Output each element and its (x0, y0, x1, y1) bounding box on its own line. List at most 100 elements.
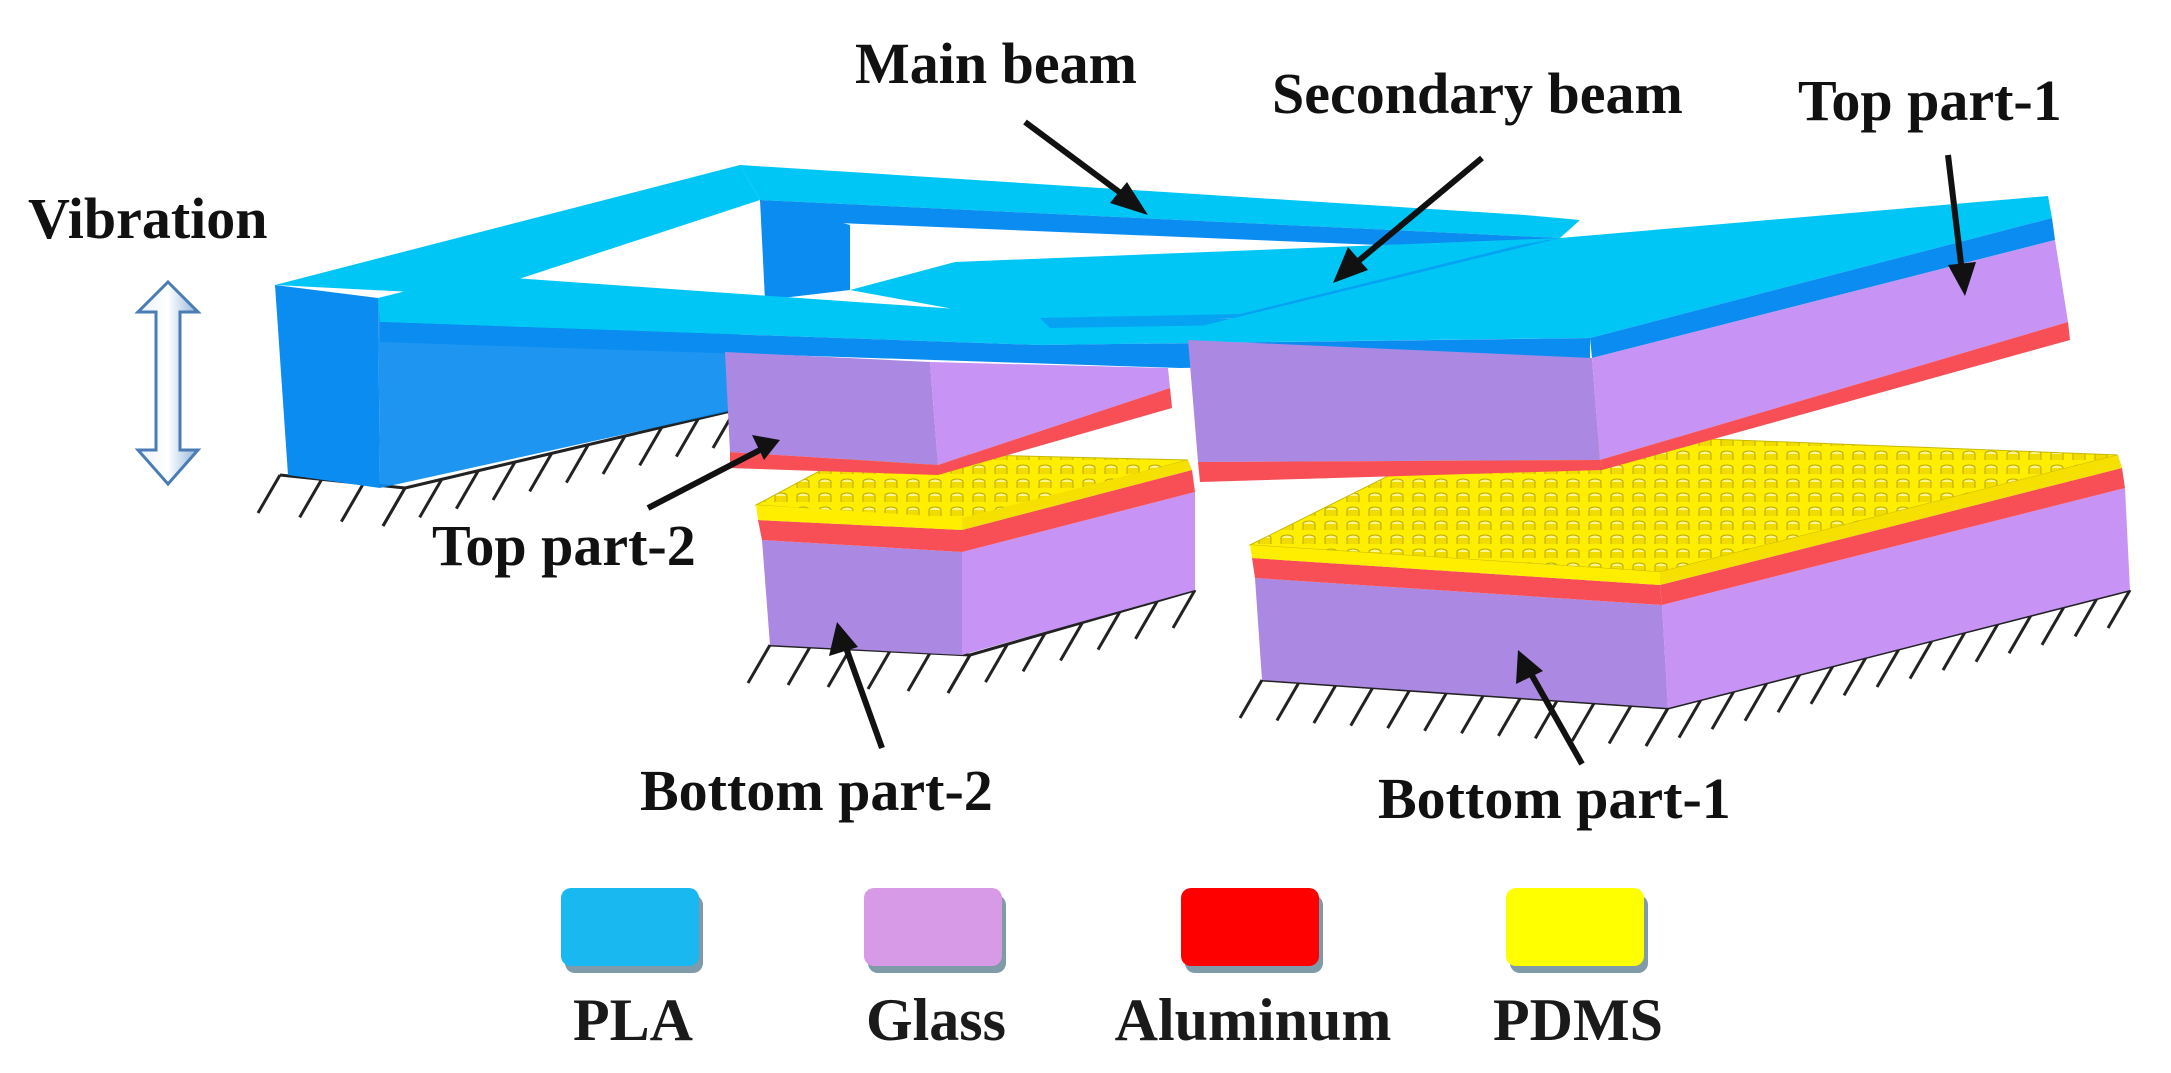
hatch-tick (1776, 673, 1802, 714)
arrow-bottom-part-2 (829, 622, 885, 750)
legend-label: Glass (866, 987, 1006, 1053)
bottom-part-2-aluminum-front (758, 520, 962, 552)
arrow-secondary-beam (1333, 155, 1484, 283)
pla-left-front (275, 285, 380, 488)
hatch-tick (1238, 679, 1264, 719)
hatch-tick (2007, 614, 2033, 655)
legend-label: Aluminum (1115, 987, 1392, 1053)
main-beam-side (760, 200, 1560, 252)
hatch-tick (565, 443, 590, 484)
hatch-tick (1312, 684, 1338, 724)
hatch-tick (1677, 698, 1703, 739)
hatch-tick (984, 643, 1009, 683)
secondary-beam-ramp (850, 238, 1585, 325)
top-part-2-label: Top part-2 (432, 513, 696, 578)
vibration-label: Vibration (28, 186, 268, 251)
bottom-part-2 (746, 451, 1197, 694)
arrow-bottom-part-1 (1516, 650, 1585, 766)
hatch-tick (1460, 694, 1485, 735)
hatch-tick (1875, 648, 1901, 688)
hatch-tick (1743, 681, 1769, 722)
hatch-tick (1908, 639, 1934, 680)
arrow-top-part-2 (646, 435, 780, 511)
arrow-main-beam (1023, 119, 1148, 215)
hatch-tick (1171, 589, 1197, 629)
bottom-part-2-side (962, 492, 1195, 655)
pla-frame (275, 165, 2055, 488)
vibration-double-arrow-icon (134, 279, 202, 487)
top-part-1-aluminum-side (1600, 322, 2070, 470)
hatch-tick (256, 474, 282, 514)
hatch-tick (1644, 707, 1670, 747)
legend-swatch (864, 888, 1002, 966)
pla-right-plate-side (1590, 218, 2055, 358)
hatch-tick (638, 426, 663, 467)
hatch-tick (1570, 702, 1596, 742)
top-part-1 (1188, 240, 2070, 482)
top-part-2-side (930, 362, 1170, 465)
secondary-beam-ramp-shade (1040, 238, 1560, 328)
hatch-tick (1349, 686, 1375, 727)
hatch-tick (786, 646, 812, 686)
bottom-part-1 (1238, 429, 2132, 747)
bottom-part-1-aluminum-side (1660, 468, 2125, 605)
hatch-tick (675, 417, 700, 458)
bottom-part-1-pdms-side (1660, 455, 2122, 585)
legend-label: PDMS (1493, 987, 1663, 1053)
top-part-1-aluminum-front (1198, 460, 1602, 482)
main-beam-top (740, 165, 1580, 238)
top-part-2-front (725, 352, 938, 465)
hatch-tick (1021, 632, 1047, 673)
top-part-2-aluminum-front (730, 452, 938, 475)
legend-item-aluminum: Aluminum (1115, 888, 1392, 1053)
bottom-part-1-pdms-front (1250, 545, 1660, 585)
legend-swatch (561, 888, 699, 966)
hatch-tick (340, 482, 365, 523)
legend-label: PLA (573, 987, 693, 1053)
hatch-tick (2073, 597, 2099, 638)
legend-swatch (1506, 888, 1644, 966)
hatch-tick (906, 652, 932, 692)
hatch-tick (1059, 621, 1084, 662)
pla-left-block-top (275, 165, 760, 295)
legend: PLA Glass Aluminum PDMS (561, 888, 1663, 1053)
hatch-tick (1842, 656, 1868, 697)
hatch-tick (1275, 681, 1301, 722)
hatch-tick (2040, 606, 2066, 646)
top-part-2 (725, 352, 1172, 475)
hatch-tick (1809, 665, 1835, 705)
hatch-tick (381, 487, 407, 527)
hatch-tick (1423, 691, 1448, 732)
hatch-tick (1533, 699, 1559, 740)
bottom-part-1-side (1662, 488, 2130, 708)
hatch-tick (1096, 610, 1122, 651)
hatch-tick (866, 650, 892, 690)
hatch-tick (455, 469, 480, 510)
hatch-tick (746, 644, 772, 684)
hatch-tick (1710, 690, 1736, 730)
legend-swatch (1181, 888, 1319, 966)
main-beam-label: Main beam (855, 31, 1137, 96)
legend-item-glass: Glass (864, 888, 1006, 1053)
pla-right-plate-top (1185, 196, 2052, 338)
hatch-tick (1607, 704, 1633, 745)
top-part-1-label: Top part-1 (1798, 68, 2062, 133)
hatch-bottom-part-2 (746, 588, 1197, 694)
bottom-part-1-front (1255, 578, 1668, 708)
hatch-tick (1386, 689, 1411, 729)
hatch-tick (1941, 631, 1967, 671)
top-part-1-front (1188, 340, 1600, 462)
hatch-tick (528, 452, 553, 493)
bottom-part-1-label: Bottom part-1 (1378, 766, 1731, 831)
bottom-part-2-aluminum-side (962, 470, 1195, 552)
secondary-beam-label: Secondary beam (1272, 61, 1683, 126)
bottom-part-2-pdms-front (756, 505, 962, 530)
top-part-1-side (1592, 240, 2068, 460)
hatch-tick (1497, 697, 1522, 737)
hatch-tick (1974, 622, 2000, 663)
legend-item-pdms: PDMS (1493, 888, 1663, 1053)
top-part-2-aluminum-side (938, 388, 1172, 475)
hatch-tick (946, 654, 972, 694)
hatch-tick (601, 435, 627, 475)
